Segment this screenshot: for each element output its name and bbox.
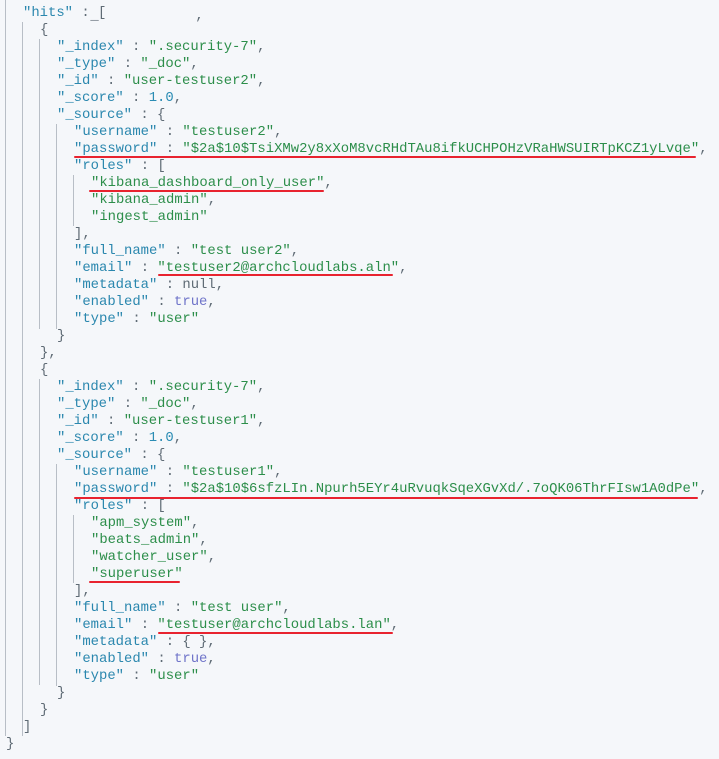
partial-line: , (195, 8, 204, 24)
indent-guide (73, 515, 74, 583)
role-item: "beats_admin", (91, 532, 208, 548)
source-close: } (57, 685, 66, 701)
json-field-email: "email" : "testuser2@archcloudlabs.aln", (74, 260, 408, 276)
role-item: "kibana_admin", (91, 192, 217, 208)
json-field-index: "_index" : ".security-7", (57, 39, 266, 55)
role-item: "kibana_dashboard_only_user", (91, 175, 333, 191)
role-item: "ingest_admin" (91, 209, 208, 225)
json-field-full-name: "full_name" : "test user", (74, 600, 291, 616)
json-field-source: "_source" : { (57, 447, 166, 463)
json-field-source: "_source" : { (57, 107, 166, 123)
red-underline-annotation (89, 581, 180, 583)
indent-guide (22, 22, 23, 736)
json-field-type: "type" : "user" (74, 668, 200, 684)
json-field-type: "_type" : "_doc", (57, 56, 199, 72)
json-field-roles: "roles" : [ (74, 498, 166, 514)
indent-guide (39, 39, 40, 329)
indent-guide (5, 0, 6, 736)
red-underline-annotation (74, 156, 696, 158)
json-field-password: "password" : "$2a$10$6sfzLIn.Npurh5EYr4u… (74, 481, 708, 497)
indent-guide (56, 124, 57, 329)
indent-guide (39, 379, 40, 685)
root-close: } (6, 736, 15, 752)
json-field-enabled: "enabled" : true, (74, 651, 216, 667)
red-underline-annotation (74, 497, 698, 499)
hit-open: { (40, 22, 49, 38)
indent-guide (56, 464, 57, 686)
hits-line: "hits" : [ (23, 5, 107, 21)
role-item: "superuser" (91, 566, 183, 582)
red-underline-annotation (158, 274, 393, 276)
json-key: "hits" (23, 5, 74, 21)
red-underline-annotation (89, 190, 324, 192)
partial-line: _ (90, 8, 99, 24)
source-close: } (57, 328, 66, 344)
hit-open: { (40, 362, 49, 378)
json-field-score: "_score" : 1.0, (57, 430, 183, 446)
json-field-username: "username" : "testuser2", (74, 124, 283, 140)
json-field-username: "username" : "testuser1", (74, 464, 283, 480)
json-field-index: "_index" : ".security-7", (57, 379, 266, 395)
hit-close: }, (40, 345, 57, 361)
roles-close: ], (74, 583, 91, 599)
json-field-type: "type" : "user" (74, 311, 200, 327)
json-field-email: "email" : "testuser@archcloudlabs.lan", (74, 617, 400, 633)
json-field-full-name: "full_name" : "test user2", (74, 243, 300, 259)
hit-close: } (40, 702, 49, 718)
json-field-metadata: "metadata" : { }, (74, 634, 216, 650)
json-field-id: "_id" : "user-testuser2", (57, 73, 266, 89)
json-field-roles: "roles" : [ (74, 158, 166, 174)
json-field-id: "_id" : "user-testuser1", (57, 413, 266, 429)
role-item: "apm_system", (91, 515, 200, 531)
password-hash: "$2a$10$6sfzLIn.Npurh5EYr4uRvuqkSqeXGvXd… (182, 481, 700, 497)
indent-guide (73, 175, 74, 226)
json-field-type: "_type" : "_doc", (57, 396, 199, 412)
json-field-metadata: "metadata" : null, (74, 277, 225, 293)
password-hash: "$2a$10$TsiXMw2y8xXoM8vcRHdTAu8ifkUCHPOH… (182, 141, 700, 157)
json-field-enabled: "enabled" : true, (74, 294, 216, 310)
hits-close: ] (23, 719, 32, 735)
red-underline-annotation (158, 632, 393, 634)
roles-close: ], (74, 226, 91, 242)
role-item: "watcher_user", (91, 549, 217, 565)
json-field-score: "_score" : 1.0, (57, 90, 183, 106)
json-field-password: "password" : "$2a$10$TsiXMw2y8xXoM8vcRHd… (74, 141, 708, 157)
json-string: ".security-7" (148, 39, 258, 55)
